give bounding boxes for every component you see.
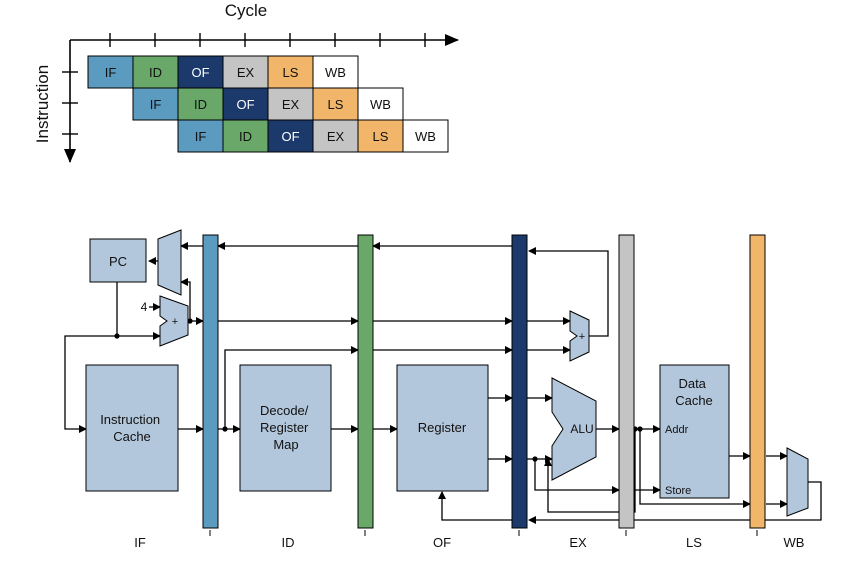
stage-box-label-of: OF	[281, 129, 299, 144]
stage-box-of	[267, 119, 314, 153]
adder1-plus: +	[172, 316, 178, 328]
stage-box-label-if: IF	[105, 65, 117, 80]
wire-branch-feedback	[528, 247, 609, 337]
junction-dots	[114, 318, 643, 462]
stage-label-ls: LS	[686, 535, 702, 550]
stage-boundary-ticks	[209, 530, 758, 536]
writeback-mux	[786, 447, 809, 517]
stage-box-label-id: ID	[194, 97, 207, 112]
stage-box-label-id: ID	[149, 65, 162, 80]
datapath: PC + 4 Instruction Cache Decode/ Registe…	[64, 229, 822, 550]
stage-box-label-of: OF	[236, 97, 254, 112]
stage-box-label-wb: WB	[370, 97, 391, 112]
addr-label: Addr	[665, 424, 689, 436]
stage-box-label-wb: WB	[415, 129, 436, 144]
wire-imm-id	[224, 346, 359, 429]
pipeline-register-id-of	[357, 234, 374, 529]
stage-box-if	[132, 87, 179, 121]
stage-box-label-if: IF	[150, 97, 162, 112]
wire-pc-to-icache	[64, 335, 117, 433]
timing-rows: IF ID OF EX LS WB IF ID OF EX LS WB IF ID OF EX LS WB	[87, 55, 449, 153]
instruction-ticks	[62, 71, 78, 135]
pipeline-register-ls-wb	[749, 234, 766, 529]
stage-box-ls	[357, 119, 404, 153]
pc-register	[89, 238, 147, 283]
wire-adder-to-mux	[180, 278, 191, 321]
cycle-ticks	[109, 33, 426, 47]
stage-box-ls	[267, 55, 314, 89]
pipeline-register-of-ex	[511, 234, 528, 529]
stage-box-id	[222, 119, 269, 153]
branch-target-adder	[569, 310, 590, 362]
instruction-row-1: IF ID OF EX LS WB	[87, 55, 359, 89]
alu	[551, 377, 597, 481]
stage-label-of: OF	[433, 535, 451, 550]
stage-box-label-ex: EX	[237, 65, 255, 80]
instruction-cache	[85, 364, 179, 492]
stage-box-label-of: OF	[191, 65, 209, 80]
pc-increment-adder	[159, 295, 189, 347]
pipeline-register-ex-ls	[618, 234, 635, 529]
pc-label: PC	[109, 254, 127, 269]
decode-register-map	[239, 364, 332, 492]
register-label: Register	[418, 420, 467, 435]
instruction-axis-label: Instruction	[33, 65, 52, 143]
instruction-row-3: IF ID OF EX LS WB	[177, 119, 449, 153]
stage-box-of	[222, 87, 269, 121]
const-four: 4	[141, 300, 148, 314]
stage-label-ex: EX	[569, 535, 587, 550]
cycle-axis-label: Cycle	[225, 1, 268, 20]
stage-box-of	[177, 55, 224, 89]
wire-store-ex	[534, 459, 620, 494]
data-cache-label: Data Cache	[675, 376, 713, 408]
stage-box-ex	[312, 119, 359, 153]
next-pc-mux	[157, 229, 182, 296]
stage-box-wb	[402, 119, 449, 153]
adder2-plus: +	[579, 331, 585, 343]
stage-box-label-ex: EX	[327, 129, 345, 144]
stage-box-label-if: IF	[195, 129, 207, 144]
stage-box-ls	[312, 87, 359, 121]
stage-box-label-ex: EX	[282, 97, 300, 112]
stage-box-label-wb: WB	[325, 65, 346, 80]
stage-label-id: ID	[282, 535, 295, 550]
stage-box-if	[177, 119, 224, 153]
stage-labels: IF ID OF EX LS WB	[134, 535, 804, 550]
instruction-row-2: IF ID OF EX LS WB	[132, 87, 404, 121]
stage-label-wb: WB	[784, 535, 805, 550]
timing-diagram: Cycle Instruction IF ID OF EX LS WB IF ID OF EX LS…	[33, 1, 459, 163]
stage-box-label-ls: LS	[283, 65, 299, 80]
stage-box-label-id: ID	[239, 129, 252, 144]
register-file	[396, 364, 489, 492]
alu-label: ALU	[570, 422, 593, 436]
decode-label: Decode/ Register Map	[260, 403, 312, 452]
instruction-cache-label: Instruction Cache	[100, 412, 164, 444]
stage-box-label-ls: LS	[373, 129, 389, 144]
wire-forward	[544, 429, 636, 513]
wire-writeback-register	[438, 491, 512, 521]
stage-box-label-ls: LS	[328, 97, 344, 112]
wire-writeback	[528, 481, 822, 524]
data-cache	[659, 364, 730, 499]
store-label: Store	[665, 485, 691, 497]
stage-label-if: IF	[134, 535, 146, 550]
pipeline-register-if-id	[202, 234, 219, 529]
wire-bypass	[639, 429, 751, 508]
